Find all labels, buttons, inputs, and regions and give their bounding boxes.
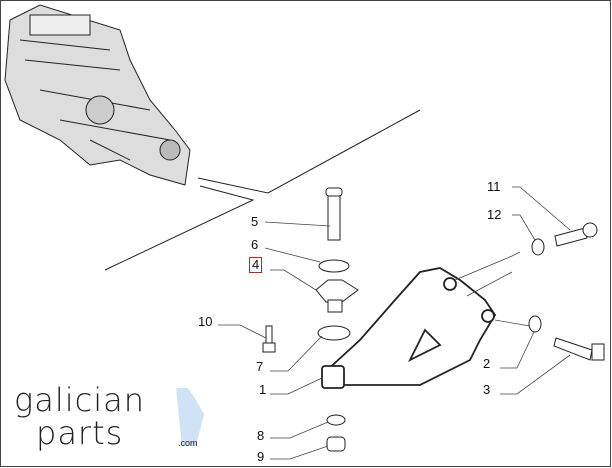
mount-4 [315,279,359,313]
callout-11[interactable]: 11 [487,179,501,194]
watermark-logo: galician parts .com [14,384,214,454]
callout-8[interactable]: 8 [257,428,265,443]
control-arm-1 [321,267,497,389]
callout-9[interactable]: 9 [257,449,265,464]
leader-guides [104,109,421,271]
washer-12 [531,238,545,256]
callout-10[interactable]: 10 [198,314,213,329]
callout-12[interactable]: 12 [487,207,502,222]
washer-8 [326,414,346,426]
callout-4-highlighted[interactable]: 4 [249,257,263,273]
callout-3[interactable]: 3 [483,382,491,397]
callout-1[interactable]: 1 [259,382,267,397]
bolt-5 [325,187,343,241]
washer-2 [528,315,542,333]
washer-6 [318,259,350,273]
callout-2[interactable]: 2 [483,356,491,371]
callout-5[interactable]: 5 [251,214,259,229]
logo-map-shape [176,388,204,446]
nut-9 [326,436,346,452]
bolt-3 [553,337,605,361]
callout-7[interactable]: 7 [256,359,264,374]
bolt-11 [554,222,598,247]
bushing-7 [317,325,351,341]
logo-line2: parts [36,414,124,452]
leader-lines [218,186,571,460]
logo-line1: galician [14,381,145,419]
bolt-10 [262,325,276,353]
logo-suffix: .com [178,438,198,448]
callout-6[interactable]: 6 [251,237,259,252]
engine-illustration [4,4,191,186]
